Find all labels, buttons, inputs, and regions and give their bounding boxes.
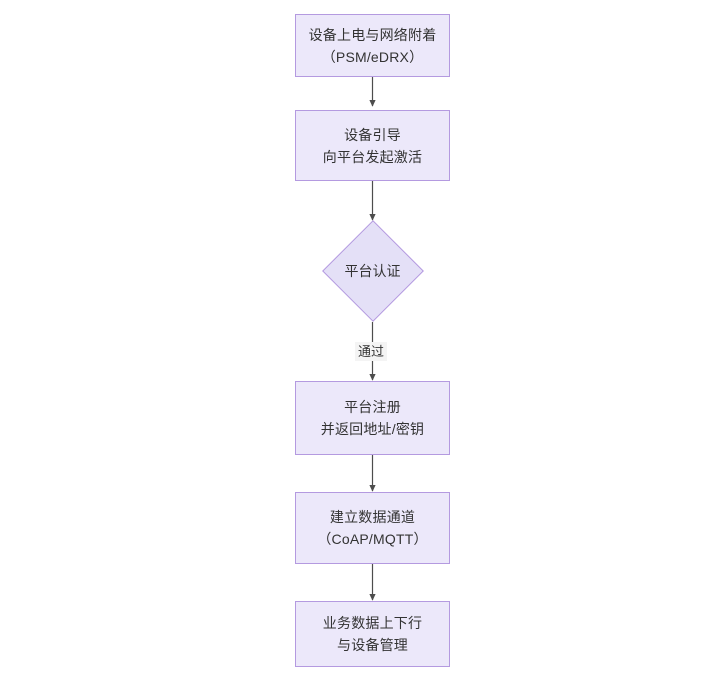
node-platform-register-line-1: 平台注册 [344,399,401,415]
node-platform-register[interactable]: 平台注册 并返回地址/密钥 [295,381,450,455]
node-business-data[interactable]: 业务数据上下行 与设备管理 [295,601,450,667]
edge-label-pass: 通过 [355,342,388,361]
node-bootstrap-line-2: 向平台发起激活 [322,148,423,165]
node-power-on[interactable]: 设备上电与网络附着 （PSM/eDRX） [295,14,450,77]
node-power-on-line-2: （PSM/eDRX） [321,48,424,65]
node-bootstrap-line-1: 设备引导 [344,126,401,143]
node-bootstrap[interactable]: 设备引导 向平台发起激活 [295,110,450,181]
node-platform-register-line-2: 并返回地址/密钥 [320,421,425,437]
node-platform-auth[interactable]: 平台认证 [321,220,424,322]
node-business-data-line-2: 与设备管理 [337,637,408,653]
node-platform-auth-label: 平台认证 [344,263,401,279]
node-data-channel-line-1: 建立数据通道 [329,509,416,525]
node-data-channel-line-2: （CoAP/MQTT） [317,531,428,547]
node-business-data-line-1: 业务数据上下行 [322,615,423,631]
node-power-on-line-1: 设备上电与网络附着 [308,26,437,43]
node-data-channel[interactable]: 建立数据通道 （CoAP/MQTT） [295,492,450,564]
